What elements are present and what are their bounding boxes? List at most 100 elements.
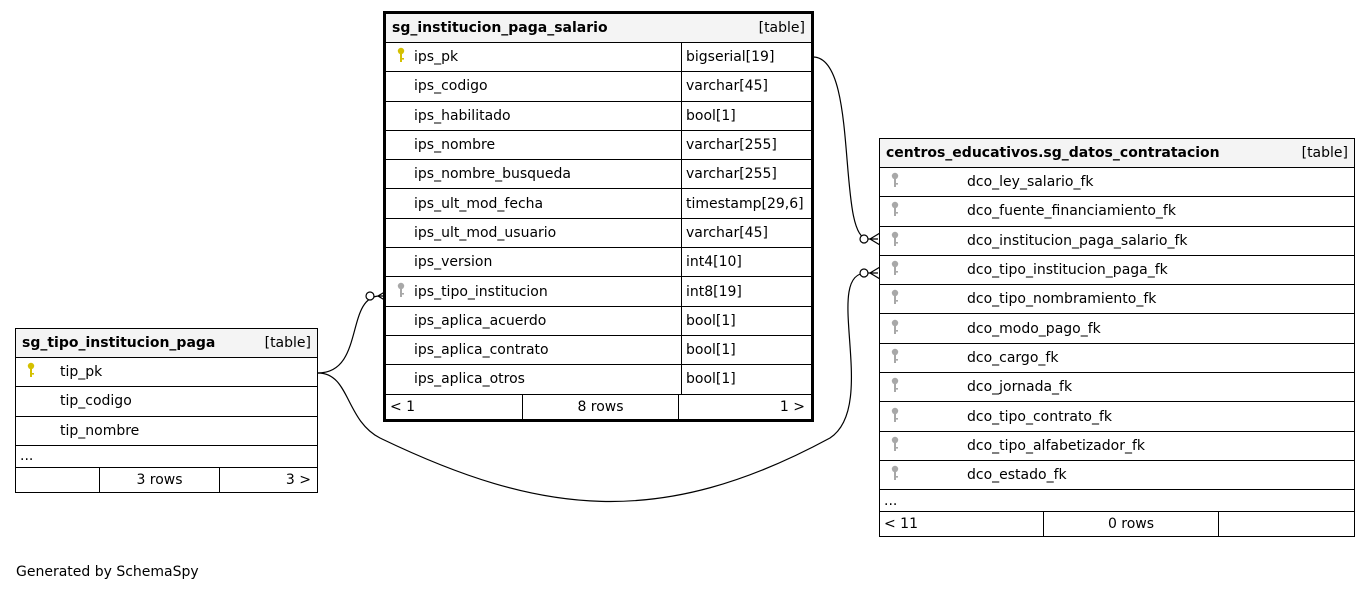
link-end-circle [859, 234, 869, 244]
column-name: ips_ult_mod_fecha [414, 195, 544, 212]
column-name: ips_tipo_institucion [414, 283, 548, 300]
foreign-key-icon [888, 406, 902, 424]
column-row[interactable]: ips_pk bigserial[19] [386, 43, 811, 73]
column-row[interactable]: ips_nombre varchar[255] [386, 130, 811, 161]
column-type: bool[1] [681, 101, 811, 130]
footer-parents[interactable]: < 1 [390, 398, 416, 415]
column-row[interactable]: dco_tipo_nombramiento_fk [880, 285, 1354, 315]
column-type: varchar[45] [681, 218, 811, 248]
footer-children[interactable]: 3 > [219, 467, 317, 492]
foreign-key-icon [888, 288, 902, 306]
column-type: varchar[255] [681, 130, 811, 160]
column-row[interactable]: ips_ult_mod_usuario varchar[45] [386, 218, 811, 249]
foreign-key-icon [888, 464, 902, 482]
link-end-circle [365, 291, 375, 301]
column-row[interactable]: dco_fuente_financiamiento_fk [880, 197, 1354, 227]
footer-children[interactable]: 1 > [678, 394, 811, 419]
column-name: ips_aplica_contrato [414, 342, 549, 359]
column-row[interactable]: tip_pk [16, 358, 317, 388]
column-type: varchar[45] [681, 72, 811, 101]
column-row[interactable]: ips_nombre_busqueda varchar[255] [386, 160, 811, 190]
table-footer: < 1 8 rows 1 > [386, 394, 811, 419]
column-name: dco_tipo_institucion_paga_fk [967, 262, 1168, 279]
column-name: ips_codigo [414, 78, 488, 95]
column-type: bool[1] [681, 365, 811, 394]
table-name: sg_tipo_institucion_paga [22, 335, 216, 351]
column-row[interactable]: ips_aplica_contrato bool[1] [386, 335, 811, 366]
table-name: sg_institucion_paga_salario [392, 20, 608, 36]
column-name: tip_nombre [60, 422, 140, 439]
column-name: dco_institucion_paga_salario_fk [967, 232, 1188, 249]
link-end-circle [859, 268, 869, 278]
table-header: centros_educativos.sg_datos_contratacion… [880, 139, 1354, 168]
column-row[interactable]: dco_estado_fk [880, 461, 1354, 491]
footer-row-count: 0 rows [1043, 512, 1218, 537]
column-type: bigserial[19] [681, 43, 811, 72]
column-type: varchar[255] [681, 160, 811, 189]
table-centros-educativos-sg-datos-contratacion[interactable]: centros_educativos.sg_datos_contratacion… [879, 138, 1355, 538]
column-row[interactable]: dco_jornada_fk [880, 373, 1354, 403]
foreign-key-icon [888, 200, 902, 218]
column-name: dco_fuente_financiamiento_fk [967, 203, 1176, 220]
footer-row-count: 8 rows [522, 394, 678, 419]
column-row[interactable]: ips_ult_mod_fecha timestamp[29,6] [386, 189, 811, 219]
link-tip-pk-to-ips-tipo [317, 295, 387, 374]
footer-parents [16, 468, 99, 492]
column-name: dco_modo_pago_fk [967, 320, 1101, 337]
column-name: tip_pk [60, 364, 103, 381]
column-row[interactable]: ips_aplica_otros bool[1] [386, 365, 811, 395]
table-tag: [table] [264, 335, 311, 351]
column-row[interactable]: dco_tipo_contrato_fk [880, 402, 1354, 432]
table-tag: [table] [758, 20, 805, 36]
column-row[interactable]: dco_modo_pago_fk [880, 314, 1354, 344]
column-name: ips_aplica_acuerdo [414, 312, 547, 329]
column-row[interactable]: dco_institucion_paga_salario_fk [880, 227, 1354, 256]
column-name: dco_tipo_alfabetizador_fk [967, 437, 1146, 454]
foreign-key-icon [888, 435, 902, 453]
column-row[interactable]: ips_codigo varchar[45] [386, 72, 811, 102]
column-name: ips_nombre [414, 137, 496, 154]
foreign-key-icon [394, 281, 408, 299]
column-name: ips_aplica_otros [414, 371, 525, 388]
foreign-key-icon [888, 230, 902, 248]
table-sg-institucion-paga-salario[interactable]: sg_institucion_paga_salario [table] ips_… [383, 11, 814, 422]
column-type: timestamp[29,6] [681, 189, 811, 218]
column-name: ips_pk [414, 49, 459, 66]
table-footer: < 11 0 rows [880, 512, 1354, 537]
column-row[interactable]: dco_ley_salario_fk [880, 168, 1354, 198]
link-tip-pk-to-dco-tipo [317, 272, 878, 503]
primary-key-icon [394, 46, 408, 64]
foreign-key-icon [888, 171, 902, 189]
table-footer: 3 rows 3 > [16, 467, 317, 492]
table-header: sg_institucion_paga_salario [table] [386, 14, 811, 43]
column-name: dco_tipo_nombramiento_fk [967, 291, 1157, 308]
link-crowfoot [868, 232, 881, 246]
column-name: ips_version [414, 254, 493, 271]
column-row[interactable]: dco_tipo_alfabetizador_fk [880, 432, 1354, 461]
column-row[interactable]: tip_codigo [16, 387, 317, 417]
foreign-key-icon [888, 347, 902, 365]
foreign-key-icon [888, 376, 902, 394]
table-tag: [table] [1301, 145, 1348, 161]
column-name: dco_tipo_contrato_fk [967, 408, 1113, 425]
column-row[interactable]: tip_nombre [16, 417, 317, 446]
footer-row-count: 3 rows [99, 467, 219, 492]
column-row[interactable]: dco_tipo_institucion_paga_fk [880, 256, 1354, 286]
generated-by-label: Generated by SchemaSpy [16, 564, 199, 580]
column-name: dco_estado_fk [967, 467, 1067, 484]
column-name: tip_codigo [60, 393, 132, 410]
column-row[interactable]: dco_cargo_fk [880, 344, 1354, 374]
footer-parents[interactable]: < 11 [884, 516, 918, 533]
column-type: bool[1] [681, 335, 811, 365]
column-name: dco_ley_salario_fk [967, 174, 1094, 191]
foreign-key-icon [888, 318, 902, 336]
foreign-key-icon [888, 259, 902, 277]
column-name: ips_ult_mod_usuario [414, 224, 557, 241]
column-name: ips_nombre_busqueda [414, 166, 571, 183]
